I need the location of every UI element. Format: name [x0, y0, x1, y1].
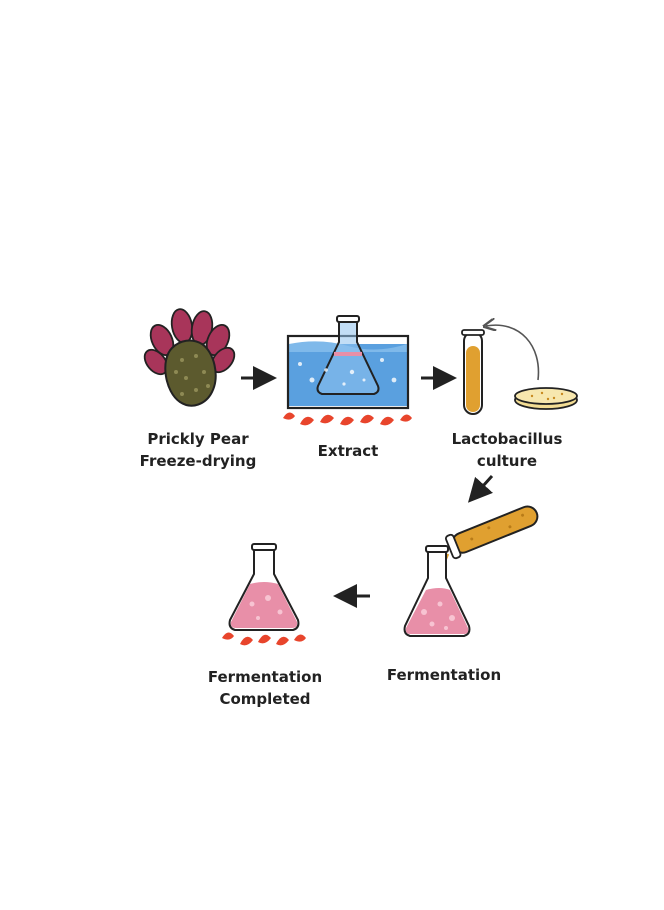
step-label-line: Lactobacillus: [451, 430, 563, 448]
step-label-line: Completed: [219, 690, 311, 708]
completed-flask-icon: [228, 543, 300, 631]
arrow-3: [467, 474, 494, 503]
fermentation-flask-icon: [403, 545, 471, 637]
pouring-tube-icon: [442, 505, 539, 577]
flame-icon: [283, 412, 412, 426]
step-label-lactobacillus: Lactobacillus culture: [432, 428, 582, 472]
petri-dish-icon: [514, 387, 578, 410]
step-label-line: culture: [476, 452, 538, 470]
prickly-pear-icon: [143, 308, 236, 407]
step-label-line: Freeze-drying: [139, 452, 257, 470]
step-label-line: Fermentation: [207, 668, 323, 686]
step-label-fermentation: Fermentation: [374, 664, 514, 686]
flame-icon: [222, 632, 306, 646]
step-label-line: Prickly Pear: [147, 430, 249, 448]
water-bath-flask-icon: [286, 315, 410, 410]
step-label-fermentation-completed: Fermentation Completed: [194, 666, 336, 710]
step-label-line: Fermentation: [386, 666, 502, 684]
step-label-prickly-pear: Prickly Pear Freeze-drying: [128, 428, 268, 472]
step-label-line: Extract: [317, 442, 379, 460]
curved-arrow: [486, 325, 540, 381]
test-tube-icon: [461, 329, 485, 415]
step-label-extract: Extract: [288, 440, 408, 462]
